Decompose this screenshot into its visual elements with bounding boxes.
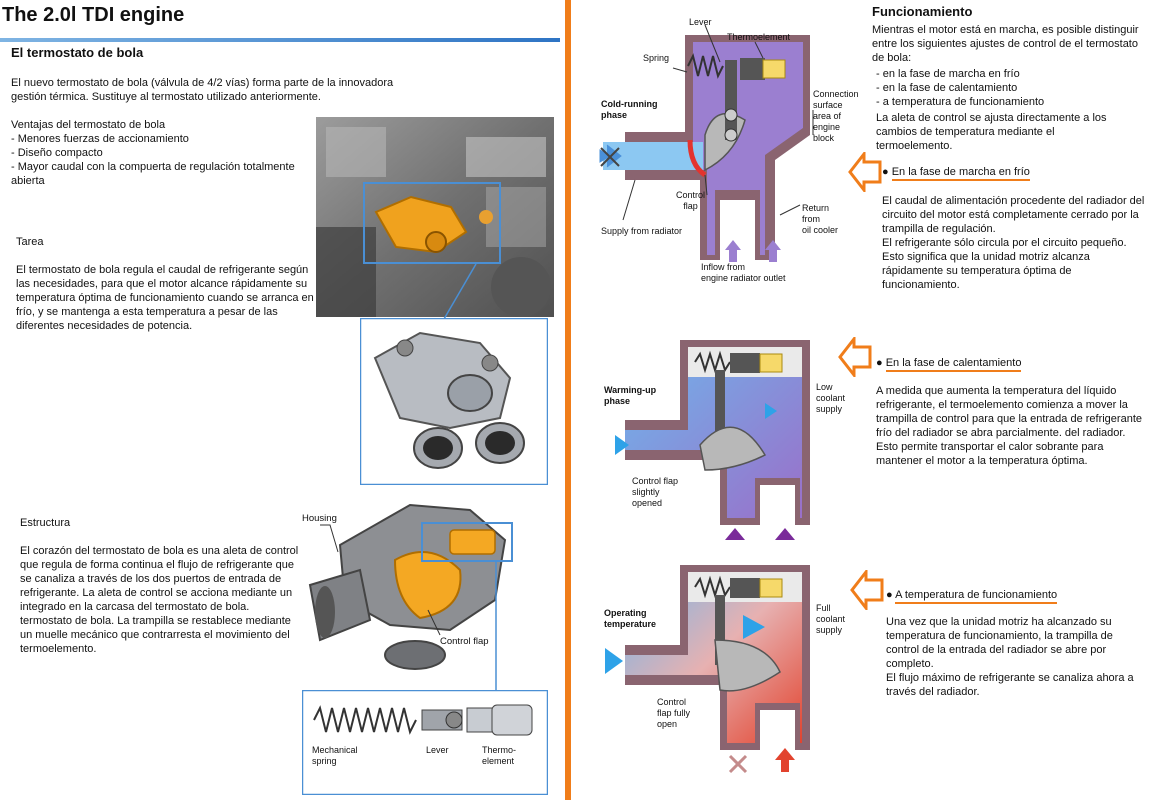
cold-lever-label: Lever [689, 17, 712, 27]
arrow-left-icon [838, 337, 872, 377]
control-flap-label: Control flap [440, 636, 489, 647]
cold-phase-label: Cold-running phase [601, 99, 658, 120]
cold-running-diagram [599, 24, 814, 262]
cutaway-illustration [308, 503, 513, 670]
task-text: El termostato de bola regula el caudal d… [16, 264, 314, 332]
mech-spring-label: Mechanical spring [312, 745, 358, 766]
func-list-item: - en la fase de marcha en frío [876, 68, 1020, 80]
oper-full-supply-label: Full coolant supply [816, 603, 846, 635]
bullet-icon: ● [882, 166, 892, 178]
zoom-connector-bottom [495, 560, 497, 690]
advantage-item: - Mayor caudal con la compuerta de regul… [11, 161, 295, 187]
warm-phase-heading: ● En la fase de calentamiento [876, 356, 1022, 372]
func-note: La aleta de control se ajusta directamen… [876, 112, 1107, 152]
warming-up-diagram [615, 340, 810, 540]
operating-temperature-diagram [605, 565, 810, 774]
structure-title: Estructura [20, 517, 71, 529]
cold-phase-heading: ● En la fase de marcha en frío [882, 165, 1030, 181]
oper-control-flap-label: Control flap fully open [657, 697, 691, 729]
structure-text: El corazón del termostato de bola es una… [20, 545, 299, 655]
housing-label: Housing [302, 513, 337, 524]
engine-photo [316, 117, 554, 317]
arrow-left-icon [850, 570, 884, 610]
warm-phase-text: A medida que aumenta la temperatura del … [876, 385, 1142, 467]
thermostat-photo [360, 318, 548, 485]
cold-thermoelement-label: Thermoelement [727, 32, 791, 42]
func-list-item: - a temperatura de funcionamiento [876, 96, 1045, 108]
oper-phase-label: Operating temperature [604, 608, 657, 629]
cold-inflow-label: Inflow from engine radiator outlet [701, 262, 786, 283]
func-intro: Mientras el motor está en marcha, es pos… [872, 24, 1139, 64]
spring-detail [302, 690, 548, 795]
thermo-label: Thermo- element [482, 745, 517, 766]
advantage-item: - Diseño compacto [11, 147, 103, 159]
task-title: Tarea [16, 236, 44, 248]
cold-supply-label: Supply from radiator [601, 226, 683, 236]
cold-connection-label: Connection surface area of engine block [813, 89, 859, 143]
warm-control-flap-label: Control flap slightly opened [632, 476, 679, 508]
column-divider [565, 0, 571, 800]
arrow-left-icon [848, 152, 882, 192]
cold-phase-text: El caudal de alimentación procedente del… [882, 195, 1145, 291]
func-list-item: - en la fase de calentamiento [876, 82, 1018, 94]
intro-text: El nuevo termostato de bola (válvula de … [11, 77, 394, 103]
bullet-icon: ● [876, 357, 886, 369]
page-title: The 2.0l TDI engine [2, 4, 185, 26]
cold-control-flap-label: Control flap [676, 190, 706, 211]
advantages-title: Ventajas del termostato de bola [11, 119, 166, 131]
warm-low-supply-label: Low coolant supply [816, 382, 846, 414]
cold-spring-label: Spring [643, 53, 670, 63]
zoom-connector-top [443, 264, 477, 320]
bullet-icon: ● [886, 589, 896, 601]
func-title: Funcionamiento [872, 4, 973, 19]
advantage-item: - Menores fuerzas de accionamiento [11, 133, 189, 145]
section-title: El termostato de bola [11, 45, 144, 60]
oper-phase-heading: ● A temperatura de funcionamiento [886, 588, 1058, 604]
warm-phase-label: Warming-up phase [604, 385, 657, 406]
title-underline [0, 38, 560, 42]
lever-label: Lever [426, 745, 449, 755]
oper-phase-text: Una vez que la unidad motriz ha alcanzad… [886, 616, 1134, 698]
cold-return-label: Return from oil cooler [802, 203, 839, 235]
